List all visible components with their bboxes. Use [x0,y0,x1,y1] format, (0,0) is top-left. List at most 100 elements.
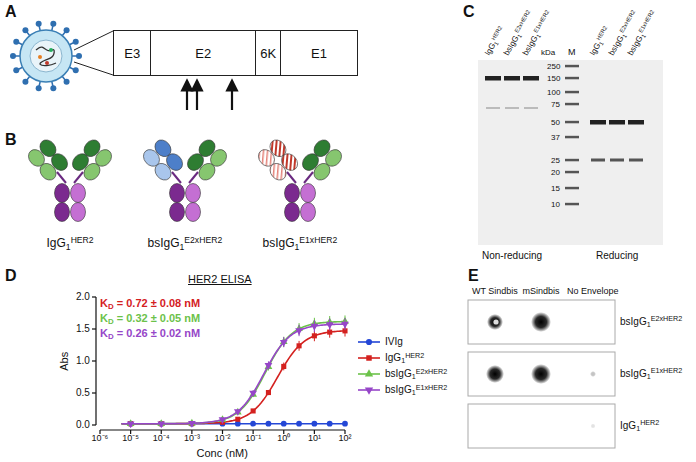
fc-domain [301,203,316,222]
antibody-domain [267,160,290,183]
panel-letter: C [463,3,475,21]
data-point [157,421,165,428]
text-part: IgG [47,236,66,250]
tick-label: 10⁰ [277,433,290,443]
marker-size: 25 [551,156,560,165]
data-point [234,409,242,416]
data-point [341,322,349,329]
marker-size: 50 [551,118,560,127]
superscript: E1xHER2 [638,9,656,34]
marker-band [565,187,579,190]
blot-dot [591,424,596,429]
kd-value: KD = 0.72 ± 0.08 nM [100,297,200,310]
virus-icon [10,21,82,91]
legend-text: bsIgG1E1xHER2 [385,384,447,396]
superscript: HER2 [490,25,503,41]
tick-label: 0.0 [76,419,90,431]
text-part: bsIgG [148,236,180,250]
spike-head [76,53,82,59]
blot-dot [531,364,551,384]
antibody-name: bsIgG1E2xHER2 [148,237,223,251]
viral-rna [36,47,56,65]
spike-head [13,67,19,73]
superscript: HER2 [405,351,424,360]
gene-segment: 6K [255,30,282,76]
superscript: E2xHER2 [619,9,637,34]
legend-item: IVIg [357,336,403,348]
chart-title: HER2 ELISA [188,273,252,286]
subscript: 1 [295,242,300,252]
marker-band [565,103,579,106]
spike-head [73,39,79,45]
hinge [189,172,198,183]
gel-background [478,60,663,245]
legend-sample [357,352,381,364]
text-part: bsIgG [385,384,412,395]
subscript: 1 [412,372,416,381]
data-point [250,421,256,427]
marker-band [565,171,579,174]
subscript: 1 [647,320,651,329]
segment-label: E3 [124,46,140,61]
marker-band [565,77,579,80]
tick-label: 10⁻⁶ [92,433,109,443]
subscript: D [108,332,114,341]
data-point [281,364,286,369]
fc-domain [55,203,70,222]
blot-dot [590,371,596,377]
segment-label: E1 [311,46,327,61]
data-point [326,322,334,329]
chart-axes [92,297,345,434]
blot-dot [486,365,504,383]
tick-label: 2.0 [76,291,90,303]
legend-symbol [366,339,372,345]
legend-symbol [365,369,373,376]
text-part: K [100,297,108,309]
marker-size: 150 [547,74,560,83]
superscript: E2xHER2 [651,314,683,323]
subscript: 1 [401,356,405,365]
data-point [266,390,271,395]
marker-band [565,91,579,94]
antibody-domain [311,160,334,183]
marker-size: 75 [551,100,560,109]
y-tick [92,296,96,297]
column-header: WT Sindbis [472,286,518,296]
text-part: K [100,312,108,324]
superscript: E2xHER2 [184,235,222,245]
axis-title: Abs [58,351,71,370]
y-tick [92,328,96,329]
unit-label: kDa [541,48,555,57]
gel-band [590,120,606,125]
text-part: IgG [620,420,636,431]
legend-symbol [366,355,371,360]
gel-band-faint [486,107,500,109]
data-point [127,421,135,428]
marker-size: 15 [551,184,560,193]
fit-curve [121,324,345,424]
kd-value: KD = 0.26 ± 0.02 nM [100,327,200,340]
marker-size: 37 [551,133,560,142]
data-point [342,421,348,427]
blot-strip [468,404,615,448]
superscript: E2xHER2 [416,367,448,376]
subscript: 1 [412,388,416,397]
rna-dot [38,55,42,59]
segment-label: E2 [195,46,211,61]
tick-label: 10⁻⁵ [122,433,139,443]
data-point [296,421,302,427]
data-point [311,421,317,427]
zoom-line [74,31,113,50]
fab-arm [25,137,71,183]
superscript: E2xHER2 [514,9,532,34]
gel-band-faint [505,107,519,109]
gel-band [523,76,539,81]
mutation-arrow [231,81,233,110]
fit-curve [121,331,345,424]
legend-sample [357,336,381,348]
y-tick [92,392,96,393]
data-series [121,325,347,426]
blot-strip [468,300,615,344]
spike-head [13,39,19,45]
